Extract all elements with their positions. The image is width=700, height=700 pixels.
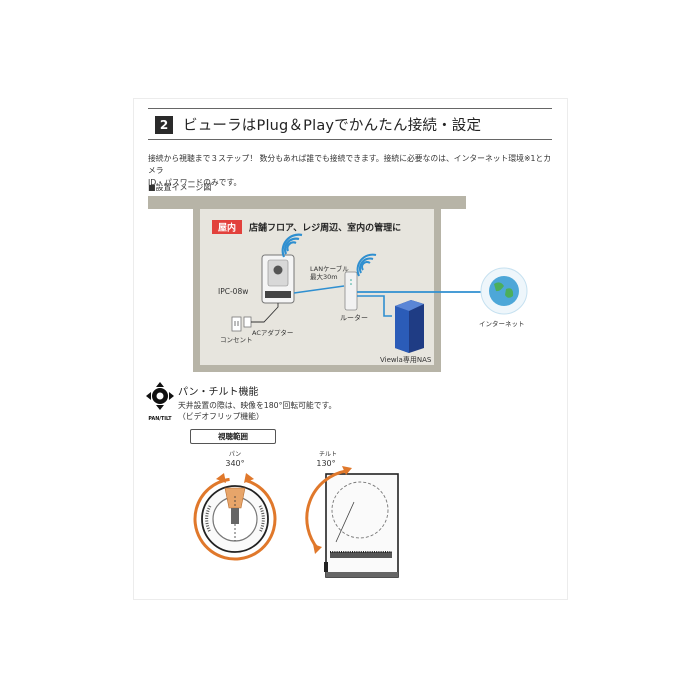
ac-adapter-label: ACアダプター bbox=[252, 328, 293, 337]
ac-adapter-icon bbox=[243, 316, 252, 328]
nas-label: Viewla専用NAS bbox=[380, 355, 432, 364]
intro-line-1: 接続から視聴まで３ステップ！ 数分もあれば誰でも接続できます。接続に必要なのは、… bbox=[148, 154, 552, 175]
intro-text: 接続から視聴まで３ステップ！ 数分もあれば誰でも接続できます。接続に必要なのは、… bbox=[148, 153, 558, 189]
lan-cable-length: 最大30m bbox=[310, 272, 338, 281]
internet-label: インターネット bbox=[479, 319, 525, 328]
tilt-label: チルト bbox=[319, 451, 337, 458]
setup-diagram: 屋内 店舗フロア、レジ周辺、室内の管理に IPC-08w LANケーブル 最大3… bbox=[148, 196, 528, 372]
lan-cable bbox=[293, 285, 345, 294]
pan-arrow-head-right bbox=[244, 473, 254, 483]
router-icon bbox=[344, 271, 358, 311]
camera-label: IPC-08w bbox=[218, 287, 248, 296]
view-range-label: 視聴範囲 bbox=[190, 429, 276, 444]
pan-value: 340° bbox=[225, 459, 244, 468]
power-cable bbox=[251, 303, 279, 323]
outlet-label: コンセント bbox=[220, 336, 253, 344]
nas-icon bbox=[395, 300, 424, 353]
section-header: 2 ビューラはPlug＆Playでかんたん接続・設定 bbox=[148, 108, 552, 140]
pan-view: パン 340° bbox=[193, 451, 277, 561]
pan-arrow-head-left bbox=[216, 473, 226, 483]
pan-tilt-illustration: パン 340° チルト 130° bbox=[193, 451, 399, 578]
router-label: ルーター bbox=[340, 313, 368, 322]
tilt-arrow-head-top bbox=[342, 466, 352, 475]
router-wifi-icon bbox=[356, 253, 377, 277]
wall-top bbox=[148, 196, 466, 209]
pan-tilt-icon-label: PAN/TILT bbox=[148, 416, 172, 422]
tilt-arrow-head-bottom bbox=[313, 544, 322, 554]
section-number: 2 bbox=[155, 116, 173, 134]
pan-tilt-description: 天井設置の際は、映像を180°回転可能です。 bbox=[178, 401, 337, 410]
pan-label: パン bbox=[229, 451, 241, 458]
tilt-view: チルト 130° bbox=[305, 451, 399, 578]
outlet-icon bbox=[231, 316, 242, 332]
indoor-badge bbox=[212, 220, 242, 234]
pan-tilt-icon: PAN/TILT bbox=[146, 382, 174, 422]
nas-cable bbox=[357, 295, 392, 317]
setup-image-label: ■設置イメージ図 bbox=[148, 183, 212, 192]
intro-line-2: ID・パスワードのみです。 bbox=[148, 178, 242, 187]
camera-wifi-icon bbox=[281, 233, 303, 258]
globe-icon bbox=[480, 267, 528, 315]
pan-tilt-title: パン・チルト機能 bbox=[178, 387, 259, 398]
lan-cable-label: LANケーブル bbox=[310, 264, 349, 273]
camera-icon bbox=[261, 254, 295, 304]
tilt-value: 130° bbox=[316, 459, 335, 468]
indoor-badge-text: 屋内 bbox=[218, 222, 236, 234]
indoor-caption: 店舗フロア、レジ周辺、室内の管理に bbox=[249, 222, 401, 234]
camera-side-body bbox=[325, 473, 399, 578]
tilt-arrow bbox=[305, 469, 347, 550]
pan-tilt-note: （ビデオフリップ機能） bbox=[178, 412, 264, 421]
section-title: ビューラはPlug＆Playでかんたん接続・設定 bbox=[183, 118, 482, 134]
